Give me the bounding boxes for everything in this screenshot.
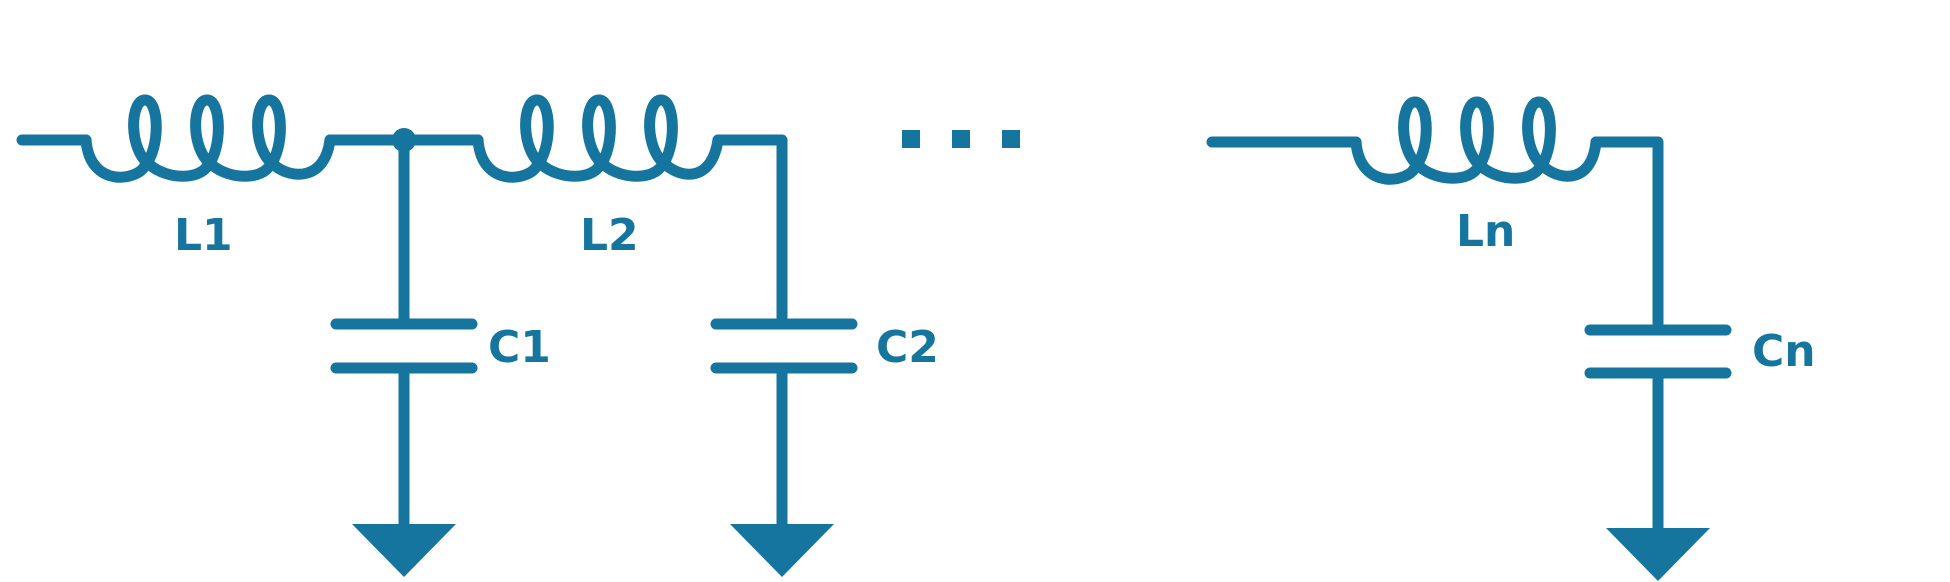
inductor-ln-coil: [1350, 96, 1602, 185]
capacitor-c1-label: C1: [488, 322, 551, 373]
ellipsis-dot-1: [902, 130, 920, 148]
capacitor-c2-label: C2: [876, 322, 939, 373]
stage-n: Ln Cn: [1206, 96, 1816, 581]
ground-1-icon: [352, 524, 456, 577]
inductor-ln-label: Ln: [1456, 206, 1515, 257]
ground-2-icon: [730, 524, 834, 577]
inductor-l1-label: L1: [174, 210, 233, 261]
stage-1: L1 C1: [16, 94, 551, 577]
ellipsis-dot-2: [952, 130, 970, 148]
capacitor-cn-label: Cn: [1752, 326, 1816, 377]
ellipsis-icon: [902, 130, 1020, 148]
stage-2: L2 C2: [472, 94, 939, 577]
junction-wire-n: [1590, 136, 1664, 336]
ellipsis-dot-3: [1002, 130, 1020, 148]
inductor-l2-label: L2: [580, 210, 639, 261]
ground-n-icon: [1606, 528, 1710, 581]
inductor-l1-coil: [80, 94, 336, 183]
inductor-l2-coil: [472, 94, 724, 183]
junction-wire-2: [712, 134, 788, 330]
